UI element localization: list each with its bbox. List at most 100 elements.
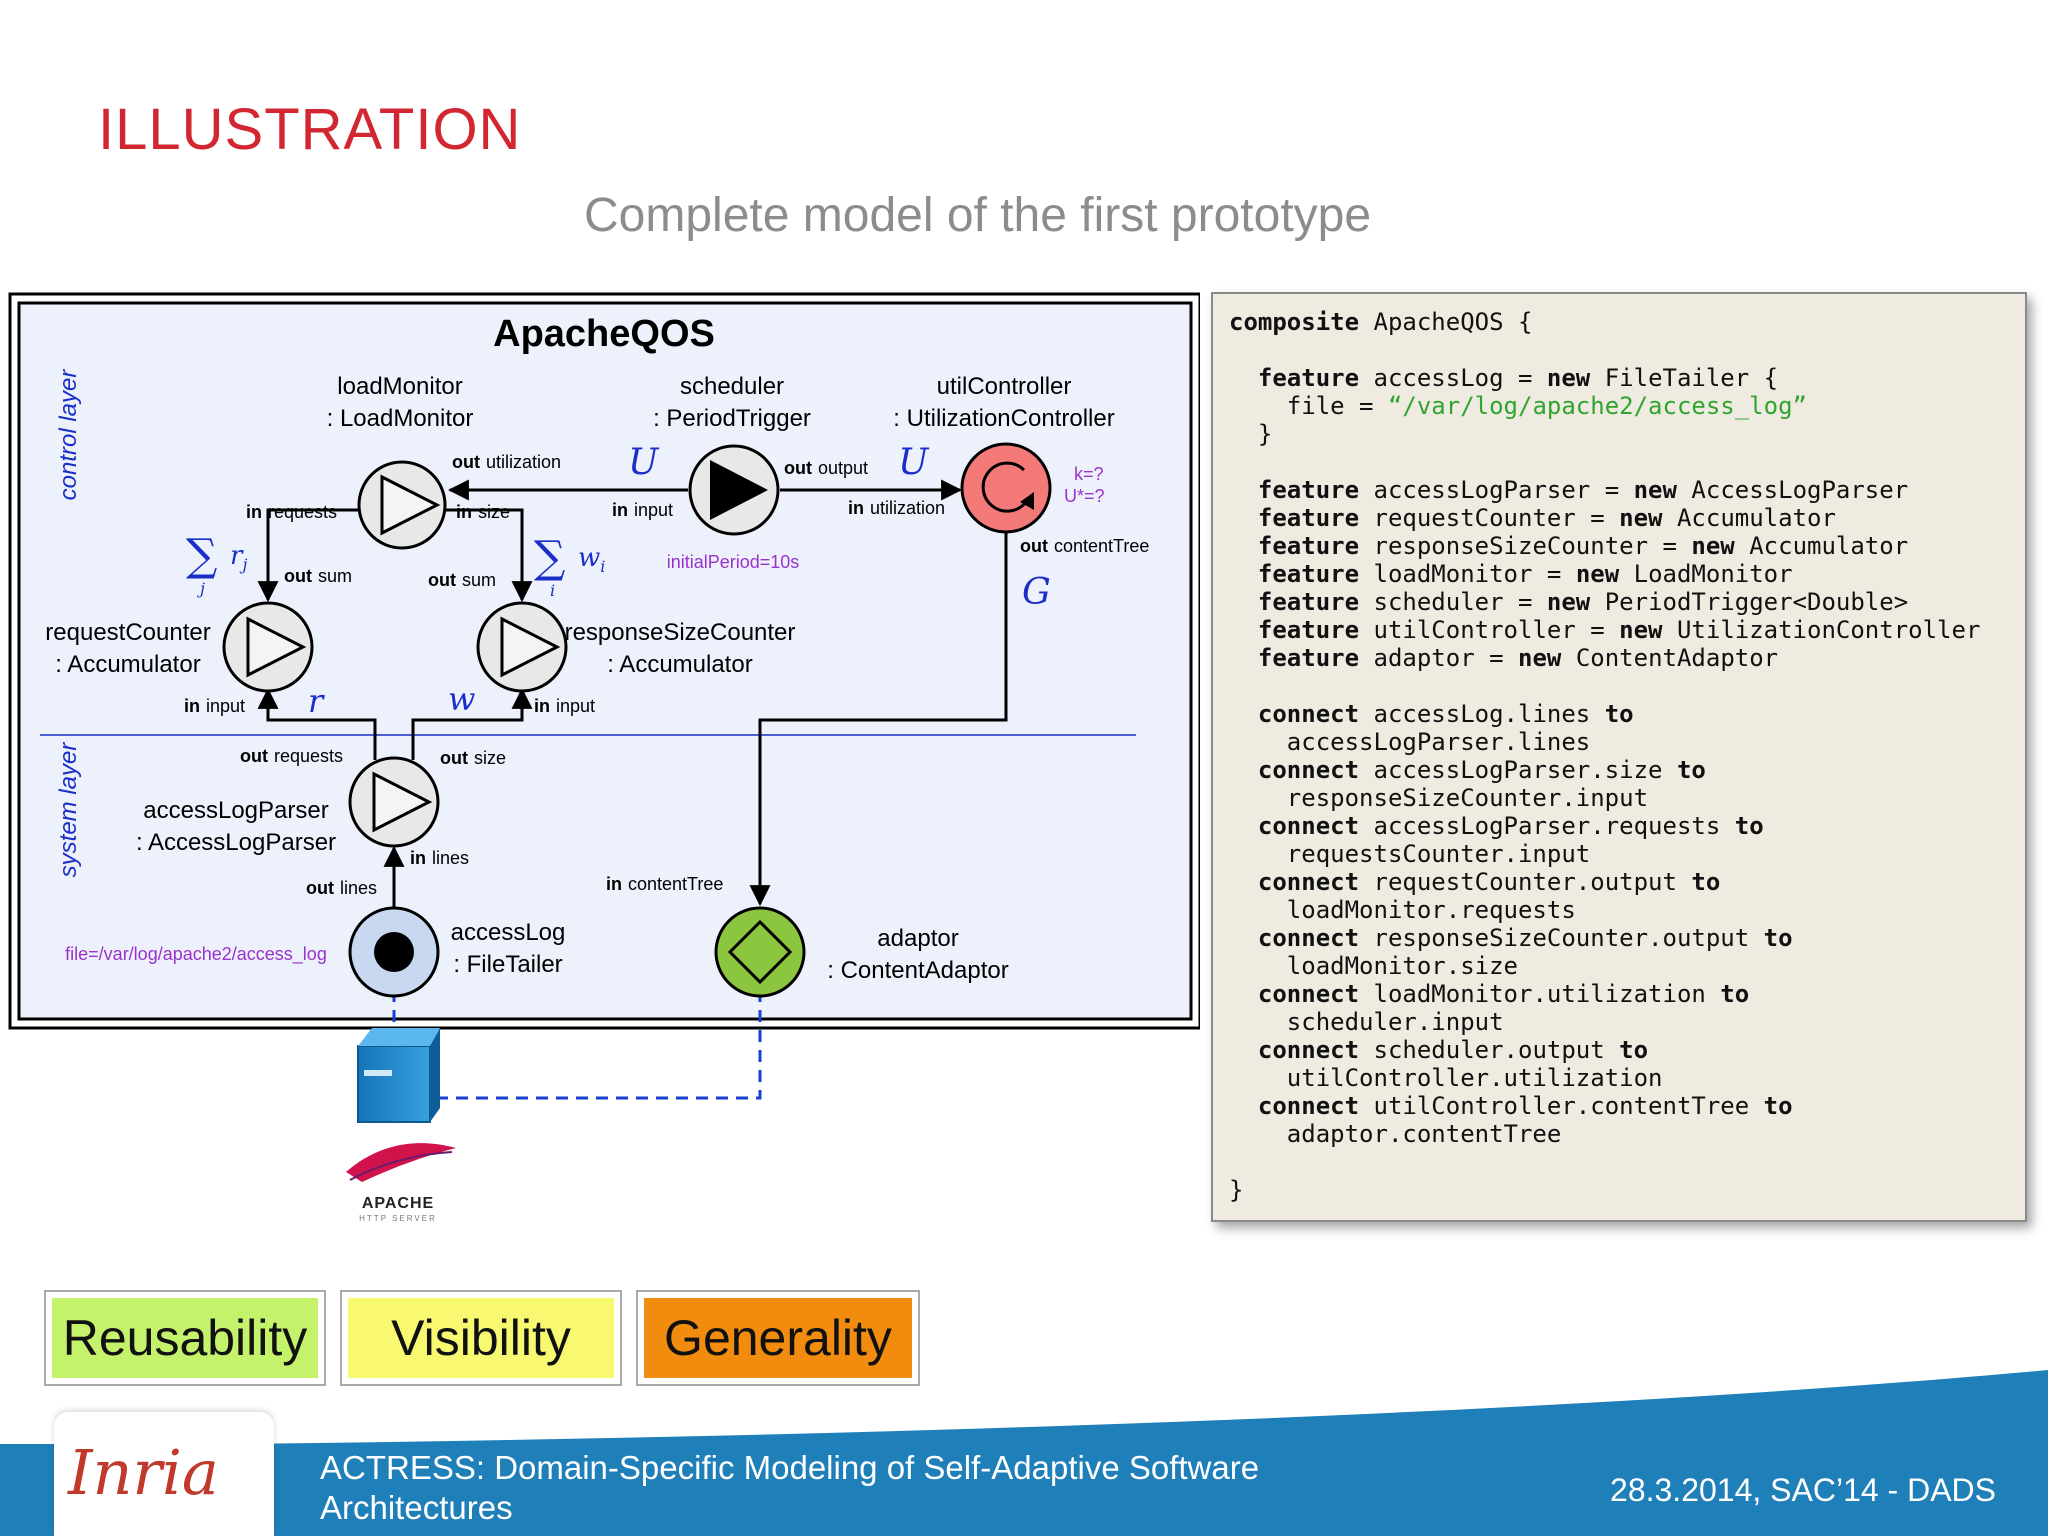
responsesizecounter-type: : Accumulator <box>607 651 752 678</box>
quality-box-generality: Generality <box>636 1290 920 1386</box>
edge-utilcontroller-to-adaptor <box>749 532 1008 907</box>
code-panel: composite ApacheQOS { feature accessLog … <box>1211 292 2027 1222</box>
code-token: accessLog.lines <box>1359 700 1605 728</box>
code-line: connect loadMonitor.utilization to <box>1229 980 1980 1008</box>
code-line <box>1229 448 1980 476</box>
apache-server-label: APACHE <box>362 1195 434 1212</box>
code-line: utilController.utilization <box>1229 1064 1980 1092</box>
code-token <box>1229 868 1258 896</box>
code-token: scheduler = <box>1359 588 1547 616</box>
edge-alp-to-rc <box>257 687 377 760</box>
code-line: feature requestCounter = new Accumulator <box>1229 504 1980 532</box>
math-u-load: U <box>628 442 660 483</box>
code-line: feature loadMonitor = new LoadMonitor <box>1229 560 1980 588</box>
code-token: scheduler.input <box>1229 1008 1504 1036</box>
code-line: connect responseSizeCounter.output to <box>1229 924 1980 952</box>
code-token: feature <box>1257 644 1360 672</box>
code-line: } <box>1229 1176 1980 1204</box>
code-token: ContentAdaptor <box>1561 644 1779 672</box>
edge-server-link-adaptor <box>440 990 762 1100</box>
code-token: composite <box>1229 308 1360 336</box>
code-token: to <box>1734 812 1764 840</box>
quality-box-visibility: Visibility <box>340 1290 622 1386</box>
apacheqos-diagram: ApacheQOS control layer system layer loa… <box>8 292 1200 1223</box>
utilcontroller-type: : UtilizationController <box>893 405 1114 432</box>
code-line: connect scheduler.output to <box>1229 1036 1980 1064</box>
accesslogparser-type: : AccessLogParser <box>136 829 336 856</box>
code-token: LoadMonitor <box>1619 560 1793 588</box>
code-line: feature responseSizeCounter = new Accumu… <box>1229 532 1980 560</box>
component-loadmonitor[interactable] <box>357 460 447 550</box>
code-line <box>1229 336 1980 364</box>
accesslog-name: accessLog <box>451 919 566 946</box>
component-accesslogparser[interactable] <box>348 756 440 848</box>
code-line <box>1229 672 1980 700</box>
edge-rc-to-loadmonitor <box>257 508 360 603</box>
code-token <box>1229 476 1258 504</box>
code-token: requestCounter.output <box>1359 868 1692 896</box>
component-responsesizecounter[interactable] <box>476 601 568 693</box>
diagram-frame-inner <box>17 301 1193 1021</box>
component-utilcontroller[interactable] <box>960 442 1052 534</box>
code-token: accessLogParser.lines <box>1229 728 1591 756</box>
code-token: utilController.contentTree <box>1359 1092 1764 1120</box>
component-scheduler[interactable] <box>688 444 780 536</box>
code-token <box>1229 364 1258 392</box>
code-token: file = <box>1229 392 1388 420</box>
math-sum-r-term: rj <box>230 541 247 574</box>
diagram-title: ApacheQOS <box>493 313 715 355</box>
code-token: connect <box>1257 924 1360 952</box>
code-token: to <box>1763 1092 1793 1120</box>
component-adaptor[interactable] <box>714 906 806 998</box>
scheduler-name: scheduler <box>680 373 784 400</box>
code-token <box>1229 588 1258 616</box>
code-line: scheduler.input <box>1229 1008 1980 1036</box>
code-token: ApacheQOS { <box>1359 308 1533 336</box>
code-token: to <box>1676 756 1706 784</box>
code-line: feature accessLogParser = new AccessLogP… <box>1229 476 1980 504</box>
loadmonitor-type: : LoadMonitor <box>327 405 474 432</box>
code-token: utilController = <box>1359 616 1620 644</box>
code-token: feature <box>1257 476 1360 504</box>
code-token: loadMonitor.size <box>1229 952 1518 980</box>
adaptor-name: adaptor <box>877 925 958 952</box>
code-token <box>1229 812 1258 840</box>
component-accesslog[interactable] <box>348 906 440 998</box>
quality-label: Visibility <box>348 1298 614 1378</box>
code-token: new <box>1633 476 1677 504</box>
code-token: feature <box>1257 504 1360 532</box>
code-token <box>1229 644 1258 672</box>
code-token <box>1229 616 1258 644</box>
code-token: adaptor.contentTree <box>1229 1120 1562 1148</box>
code-token <box>1229 560 1258 588</box>
code-line: loadMonitor.requests <box>1229 896 1980 924</box>
code-token <box>1229 504 1258 532</box>
code-token: responseSizeCounter = <box>1359 532 1692 560</box>
code-token: new <box>1691 532 1735 560</box>
inria-logo-text: Inria <box>68 1436 219 1509</box>
code-token: to <box>1763 924 1793 952</box>
code-token: to <box>1720 980 1750 1008</box>
code-token: connect <box>1257 756 1360 784</box>
edge-rsc-to-loadmonitor <box>440 508 533 603</box>
math-g: G <box>1022 572 1051 613</box>
code-token: to <box>1604 700 1634 728</box>
math-sum-w-index: i <box>550 581 555 600</box>
loadmonitor-name: loadMonitor <box>337 373 462 400</box>
code-token: connect <box>1257 812 1360 840</box>
control-layer-label: control layer <box>55 369 82 501</box>
quality-label: Reusability <box>52 1298 318 1378</box>
code-token: responseSizeCounter.output <box>1359 924 1764 952</box>
code-token: Accumulator <box>1734 532 1909 560</box>
component-requestcounter[interactable] <box>222 601 314 693</box>
code-token: feature <box>1257 616 1360 644</box>
slide-subtitle: Complete model of the first prototype <box>584 189 1372 242</box>
code-line: feature adaptor = new ContentAdaptor <box>1229 644 1980 672</box>
code-token: to <box>1619 1036 1649 1064</box>
